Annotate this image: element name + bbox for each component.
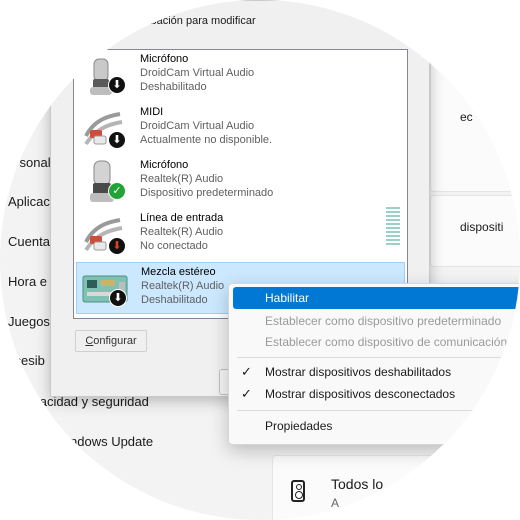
disabled-down-arrow-icon: ⬇ [109,289,127,307]
device-name: Línea de entrada [140,212,224,224]
device-name: Mezcla estéreo [141,266,216,278]
dialog-instruction: ispositivo de grabación para modificar [71,15,256,27]
card-title: Todos lo [331,476,384,492]
nav-item-accounts[interactable]: Cuenta [8,234,50,249]
settings-text: ec [460,110,473,124]
device-name: Micrófono [140,53,189,65]
device-name: MIDI [140,106,164,118]
nav-item-apps[interactable]: Aplicac [8,194,50,209]
list-item[interactable]: ⬇ MIDI DroidCam Virtual Audio Actualment… [76,103,405,155]
checkmark-icon: ✓ [241,364,252,379]
menu-item-enable[interactable]: Habilitar [233,287,520,309]
menu-item-show-disabled[interactable]: Mostrar dispositivos deshabilitados [265,365,452,379]
menu-item-properties[interactable]: Propiedades [265,419,333,433]
device-status: Actualmente no disponible. [140,134,273,146]
device-status: Deshabilitado [140,81,207,93]
configure-accelerator: C [85,335,94,347]
menu-item-label: Habilitar [265,291,310,305]
settings-nav: ersonal Aplicac Cuenta Hora e Juegos cce… [0,0,154,520]
microphone-icon [90,160,114,202]
nav-item-gaming[interactable]: Juegos [8,314,50,329]
device-driver: DroidCam Virtual Audio [140,67,255,79]
menu-item-set-communication: Establecer como dispositivo de comunicac… [265,335,508,349]
settings-card [430,60,520,192]
level-meter [386,207,402,249]
checkmark-icon: ✓ [241,386,252,401]
disabled-down-arrow-icon: ⬇ [108,76,126,94]
unplugged-red-arrow-icon: ⬇ [108,237,126,255]
device-driver: Realtek(R) Audio [140,226,224,238]
device-driver: Realtek(R) Audio [141,280,225,292]
menu-separator [237,357,519,358]
nav-item-time-language[interactable]: Hora e [8,274,48,289]
nav-item-privacy-security[interactable]: rivacidad y seguridad [26,394,149,409]
device-status: Dispositivo predeterminado [140,187,274,199]
nav-item-windows-update[interactable]: ndows Update [70,434,154,449]
configure-label: onfigurar [93,335,137,347]
nav-item-personalization[interactable]: ersonal [8,155,51,170]
settings-text: dispositi [460,220,504,234]
settings-card [430,195,520,267]
device-driver: Realtek(R) Audio [140,173,224,185]
speaker-icon [291,480,305,502]
all-devices-card[interactable]: Todos lo A [272,455,520,520]
menu-item-show-disconnected[interactable]: Mostrar dispositivos desconectados [265,387,456,401]
nav-item-accessibility[interactable]: ccesib [8,353,45,368]
menu-item-set-default: Establecer como dispositivo predetermina… [265,314,502,328]
device-status: Deshabilitado [141,294,208,306]
disabled-down-arrow-icon: ⬇ [108,131,126,149]
list-item[interactable]: ⬇ Línea de entrada Realtek(R) Audio No c… [76,209,405,261]
microphone-icon [90,58,112,95]
card-subtitle: A [331,496,340,510]
recording-device-list[interactable]: ⬇ Micrófono DroidCam Virtual Audio Desha… [73,49,408,319]
device-driver: DroidCam Virtual Audio [140,120,255,132]
device-status: No conectado [140,240,208,252]
list-item[interactable]: ✓ Micrófono Realtek(R) Audio Dispositivo… [76,156,405,208]
device-context-menu: Habilitar Establecer como dispositivo pr… [228,283,520,445]
rca-cable-icon [84,218,123,252]
menu-separator [237,410,519,411]
default-check-icon: ✓ [108,182,126,200]
rca-cable-icon [84,112,123,146]
list-item[interactable]: ⬇ Micrófono DroidCam Virtual Audio Desha… [76,50,405,102]
device-name: Micrófono [140,159,189,171]
